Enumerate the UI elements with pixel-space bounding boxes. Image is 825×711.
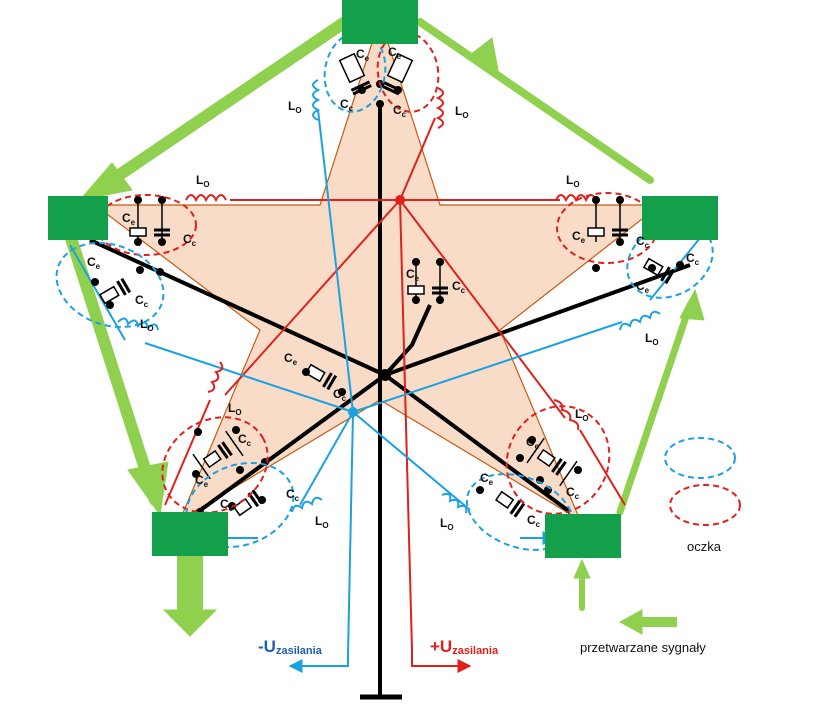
inductor-top-right — [435, 87, 444, 129]
svg-text:Ce: Ce — [195, 473, 209, 489]
svg-text:Cc: Cc — [393, 103, 407, 119]
svg-text:Ce: Ce — [87, 255, 101, 271]
legend-red-loop — [669, 484, 741, 526]
svg-text:LO: LO — [455, 104, 469, 120]
inductor-bottom-right-blue — [441, 492, 468, 514]
svg-text:Ce: Ce — [480, 471, 494, 487]
star-shape — [93, 16, 662, 522]
svg-text:LO: LO — [288, 99, 302, 115]
svg-text:Ce: Ce — [572, 229, 586, 245]
svg-text:LO: LO — [196, 173, 210, 189]
node-bottom-left — [152, 512, 228, 556]
svg-text:Cc: Cc — [238, 432, 252, 448]
svg-text:Cc: Cc — [286, 487, 300, 503]
nodes — [48, 0, 718, 558]
svg-text:Cc: Cc — [636, 234, 650, 250]
svg-text:Ce: Ce — [526, 435, 540, 451]
inductor-bottom-left-blue — [291, 496, 323, 513]
signal-arrows — [64, 16, 705, 637]
negative-supply-wiring — [69, 109, 701, 673]
legend-loop-label: oczka — [687, 539, 722, 554]
svg-text:LO: LO — [140, 317, 154, 333]
svg-text:Cc: Cc — [452, 279, 466, 295]
svg-text:Ce: Ce — [356, 47, 370, 63]
ground-wiring — [89, 105, 691, 700]
svg-text:Ce: Ce — [636, 279, 650, 295]
svg-text:Ce: Ce — [220, 497, 234, 513]
negative-supply-label: -Uzasilania — [258, 637, 323, 657]
inductor-bottom-left-red — [207, 361, 224, 393]
svg-text:Cc: Cc — [183, 232, 197, 248]
svg-text:Ce: Ce — [284, 351, 298, 367]
node-right — [642, 196, 718, 240]
svg-text:Cc: Cc — [333, 387, 347, 403]
inductor-bottom-right-red — [553, 399, 580, 431]
capacitor-groups — [98, 52, 676, 518]
svg-text:Ce: Ce — [388, 45, 402, 61]
svg-text:LO: LO — [440, 516, 454, 532]
inductor-left-mid — [117, 317, 159, 331]
svg-text:Ce: Ce — [406, 267, 420, 283]
svg-text:LO: LO — [645, 331, 659, 347]
inductor-top-left — [312, 79, 321, 121]
svg-text:Cc: Cc — [686, 251, 700, 267]
svg-text:Ce: Ce — [122, 211, 136, 227]
component-labels: LO LO LO LO LO LO LO LO LO LO Ce Ce Cc C… — [87, 45, 700, 532]
svg-text:Cc: Cc — [527, 513, 541, 529]
positive-junction — [395, 195, 405, 205]
legend-signals-label: przetwarzane sygnały — [580, 640, 706, 655]
inductors — [117, 79, 661, 514]
svg-text:LO: LO — [228, 401, 242, 417]
svg-text:LO: LO — [566, 173, 580, 189]
node-left — [48, 196, 108, 240]
junction-dots — [91, 80, 684, 516]
svg-text:Cc: Cc — [566, 485, 580, 501]
svg-text:Cc: Cc — [135, 293, 149, 309]
legend-blue-loop — [664, 437, 736, 479]
node-bottom-right — [545, 514, 621, 558]
node-top — [342, 0, 418, 44]
inductor-right-mid — [619, 310, 661, 331]
positive-supply-wiring — [164, 117, 626, 673]
svg-text:LO: LO — [575, 407, 589, 423]
svg-text:Cc: Cc — [340, 97, 354, 113]
negative-junction — [348, 407, 358, 417]
positive-supply-label: +Uzasilania — [430, 637, 499, 657]
svg-text:LO: LO — [315, 514, 329, 530]
inductor-left-top — [185, 194, 227, 203]
